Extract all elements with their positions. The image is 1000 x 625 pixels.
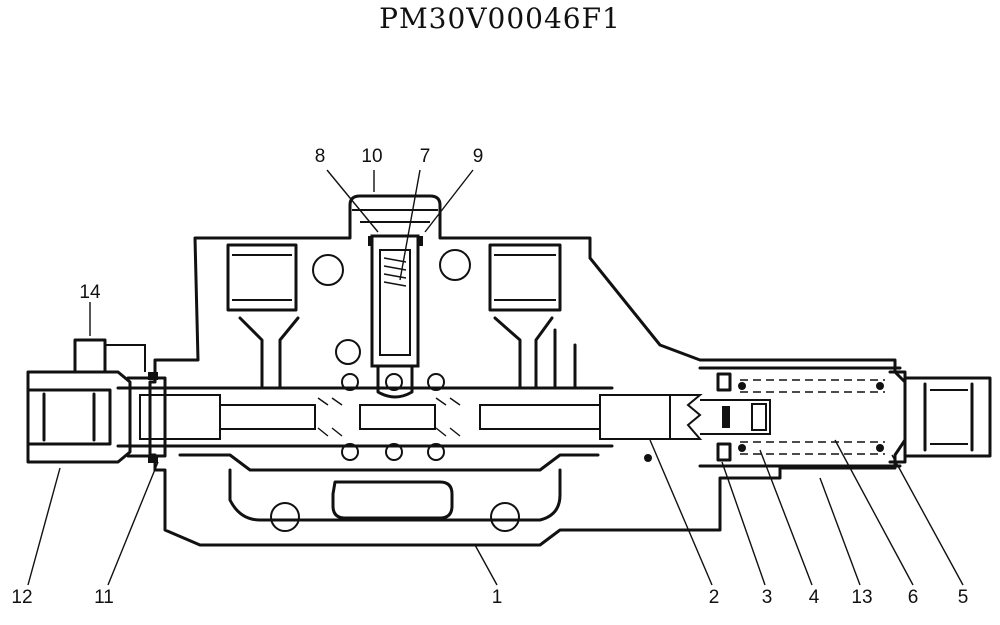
check-valve <box>368 234 423 399</box>
callout-4: 4 <box>809 587 820 608</box>
spring-6-bottom <box>740 441 885 455</box>
bolt-hole-upper-left <box>312 254 344 286</box>
leader-7 <box>399 169 421 281</box>
plug-14 <box>73 338 107 374</box>
right-passage <box>493 316 554 390</box>
spacer <box>722 406 730 428</box>
callout-8: 8 <box>315 146 326 167</box>
oring-9 <box>418 236 423 246</box>
leader-11 <box>107 461 159 586</box>
bolt-hole-lower-right <box>490 502 520 532</box>
groove-2 <box>385 373 403 391</box>
leader-13 <box>819 477 861 586</box>
leader-12 <box>27 467 61 586</box>
leader-4 <box>759 449 813 586</box>
upper-left-port-inner <box>232 254 292 301</box>
callout-3: 3 <box>762 587 773 608</box>
callout-11: 11 <box>94 587 114 608</box>
upper-right-port <box>488 243 562 312</box>
callout-6: 6 <box>908 587 919 608</box>
callout-14: 14 <box>79 282 101 303</box>
retainer-3-bottom <box>716 442 732 462</box>
poppet-tip <box>376 364 414 399</box>
groove-5 <box>385 443 403 461</box>
cap-5 <box>888 370 907 464</box>
seal-11 <box>126 376 167 458</box>
spring-6-top <box>740 379 885 393</box>
leader-8 <box>326 169 379 233</box>
drawing-code: PM30V00046F1 <box>379 2 621 35</box>
callout-12: 12 <box>11 587 32 608</box>
left-end-cap <box>26 338 167 464</box>
retainer-3-top <box>716 372 732 392</box>
upper-right-port-inner <box>494 254 556 301</box>
left-passage <box>238 316 300 390</box>
callout-10: 10 <box>361 146 382 167</box>
callout-2: 2 <box>709 587 720 608</box>
lower-gallery <box>178 453 600 522</box>
leader-2 <box>649 439 713 586</box>
callout-5: 5 <box>958 587 969 608</box>
right-end-plug <box>903 376 992 458</box>
bolt-4 <box>700 399 771 435</box>
callout-labels: 8 10 7 9 14 12 11 1 2 3 4 13 6 5 <box>11 146 968 608</box>
callout-7: 7 <box>420 146 431 167</box>
leader-3 <box>721 461 766 586</box>
oring-8 <box>368 236 373 246</box>
leader-1 <box>474 544 498 586</box>
leader-lines <box>27 169 964 586</box>
callout-13: 13 <box>851 587 872 608</box>
callout-1: 1 <box>492 587 503 608</box>
check-spring-7 <box>383 257 407 287</box>
bolt-hole-upper-right <box>439 249 471 281</box>
leader-9 <box>424 169 474 233</box>
spool-notch-right <box>435 397 461 437</box>
spool-2 <box>139 394 703 440</box>
valve-body-outline <box>148 194 907 547</box>
groove-3 <box>427 373 445 391</box>
check-valve-bore <box>370 234 420 368</box>
groove-6 <box>427 443 445 461</box>
leader-5 <box>891 454 964 586</box>
spool-notch-left <box>317 397 343 437</box>
tank-chamber <box>331 480 454 520</box>
groove-1 <box>341 373 359 391</box>
check-poppet <box>379 249 411 356</box>
right-vertical-port <box>553 328 577 390</box>
callout-9: 9 <box>473 146 484 167</box>
spring-housing-13 <box>698 366 907 468</box>
plug-cap <box>352 209 438 223</box>
upper-left-port <box>226 243 298 312</box>
leader-6 <box>834 439 914 586</box>
bolt-hole-mid <box>335 339 361 365</box>
small-hole <box>644 454 652 462</box>
groove-4 <box>341 443 359 461</box>
bolt-hole-lower-left <box>270 502 300 532</box>
